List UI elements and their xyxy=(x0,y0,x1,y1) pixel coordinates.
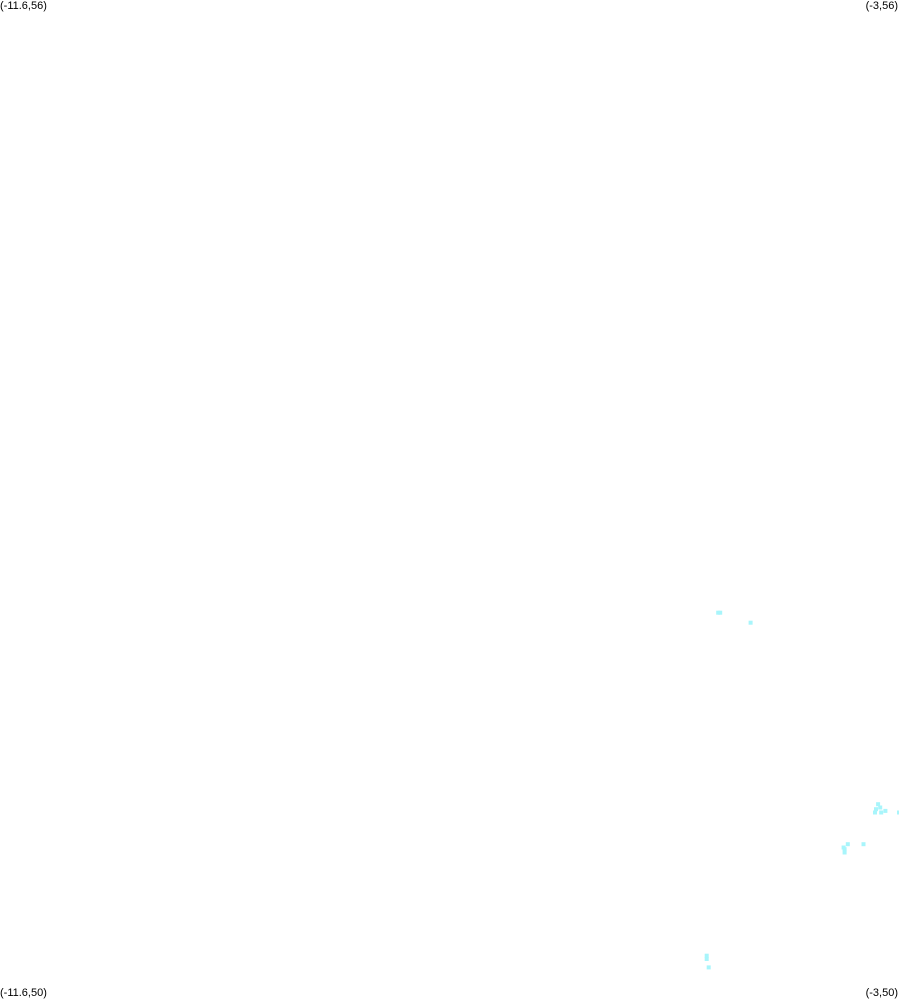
scatter-point xyxy=(842,850,847,855)
scatter-point xyxy=(873,810,877,815)
scatter-point xyxy=(876,802,881,807)
scatter-point xyxy=(874,807,878,812)
scatter-point xyxy=(748,620,753,625)
scatter-point xyxy=(706,965,711,970)
corner-label-bottom-left: (-11.6,50) xyxy=(0,987,47,999)
scatter-point xyxy=(704,953,709,958)
scatter-point xyxy=(878,805,883,810)
corner-label-bottom-right: (-3,50) xyxy=(865,987,898,999)
scatter-point xyxy=(845,842,850,847)
scatter-point xyxy=(842,847,847,852)
scatter-point xyxy=(879,810,884,815)
scatter-point xyxy=(897,810,899,815)
points-layer xyxy=(704,610,899,970)
scatter-point xyxy=(716,610,721,615)
corner-label-top-right: (-3,56) xyxy=(865,0,898,12)
scatter-point xyxy=(883,808,888,813)
corner-label-top-left: (-11.6,56) xyxy=(0,0,47,12)
scatter-point xyxy=(861,842,866,847)
scatter-point xyxy=(704,957,709,961)
